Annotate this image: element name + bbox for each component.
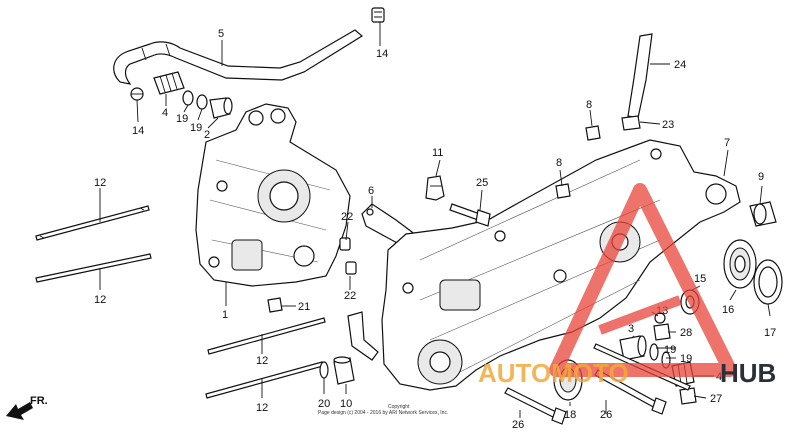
stud-part-12-d bbox=[205, 361, 324, 399]
callout-14-left: 14 bbox=[132, 125, 144, 137]
dowel-part-22-a bbox=[339, 237, 351, 251]
collar-part-3 bbox=[619, 335, 647, 361]
callout-4-left: 4 bbox=[162, 107, 168, 119]
callout-19-c: 19 bbox=[664, 344, 676, 356]
callout-23: 23 bbox=[662, 119, 674, 131]
stud-part-12-c bbox=[207, 317, 326, 355]
bolt-part-8-b bbox=[555, 183, 571, 199]
left-crankcase-part-1 bbox=[195, 103, 351, 287]
hose-part-5 bbox=[113, 29, 364, 85]
callout-25: 25 bbox=[476, 177, 488, 189]
bolt-part-26-a bbox=[504, 387, 567, 425]
bolt-part-26-b bbox=[594, 369, 667, 415]
callout-24: 24 bbox=[674, 59, 686, 71]
bolt-part-25 bbox=[449, 203, 491, 227]
callout-26-b: 26 bbox=[600, 409, 612, 421]
callout-26-a: 26 bbox=[512, 419, 524, 431]
callout-22-a: 22 bbox=[341, 211, 353, 223]
front-arrow-label: FR. bbox=[30, 395, 48, 407]
front-arrow: FR. bbox=[6, 395, 48, 420]
callout-9: 9 bbox=[758, 171, 764, 183]
callout-27: 27 bbox=[710, 393, 722, 405]
collar-part-2 bbox=[209, 97, 233, 119]
callout-8-b: 8 bbox=[556, 157, 562, 169]
callout-12-a: 12 bbox=[94, 177, 106, 189]
callout-17: 17 bbox=[764, 327, 776, 339]
washer-part-20 bbox=[319, 361, 329, 379]
seal-part-17 bbox=[753, 259, 783, 305]
callout-5: 5 bbox=[218, 28, 224, 40]
leader-lines bbox=[99, 22, 771, 418]
watermark-text-a: AUTOMOTO bbox=[478, 358, 629, 388]
callout-3: 3 bbox=[628, 323, 634, 335]
callout-12-c: 12 bbox=[256, 355, 268, 367]
copyright-note: Copyright Page design (c) 2004 - 2016 by… bbox=[318, 404, 448, 416]
callout-19-a: 19 bbox=[176, 113, 188, 125]
callout-12-d: 12 bbox=[256, 402, 268, 414]
washer-part-19a bbox=[182, 90, 194, 106]
clamp-part-14-left bbox=[130, 87, 144, 101]
callout-22-b: 22 bbox=[344, 290, 356, 302]
collar-part-10 bbox=[333, 356, 355, 385]
callout-1: 1 bbox=[222, 309, 228, 321]
front-arrow-icon bbox=[6, 402, 33, 420]
watermark-logo: AUTOMOTO HUB bbox=[478, 183, 776, 388]
bolt-part-28 bbox=[653, 323, 671, 341]
callout-15: 15 bbox=[694, 273, 706, 285]
clamp-part-14-top bbox=[371, 7, 385, 23]
gasket-part-lower bbox=[347, 311, 379, 361]
callout-18: 18 bbox=[564, 409, 576, 421]
washer-part-19b bbox=[196, 94, 208, 110]
dowel-part-21 bbox=[267, 297, 283, 313]
callout-19-d: 19 bbox=[680, 353, 692, 365]
callout-12-b: 12 bbox=[94, 294, 106, 306]
callout-10: 10 bbox=[340, 398, 352, 410]
watermark-text-b: HUB bbox=[720, 358, 776, 388]
bushing-part-9 bbox=[749, 201, 777, 227]
copyright-line-1: Copyright bbox=[388, 404, 410, 410]
hose-part-24 bbox=[627, 33, 653, 119]
clamp-part-23 bbox=[621, 115, 641, 131]
bracket-part-11 bbox=[425, 175, 445, 201]
stud-part-12-b bbox=[35, 253, 152, 283]
callout-6: 6 bbox=[368, 185, 374, 197]
callout-28: 28 bbox=[680, 327, 692, 339]
watermark-triangle-icon bbox=[549, 183, 737, 377]
washer-part-19c bbox=[649, 343, 659, 361]
stud-part-12-a bbox=[35, 205, 150, 241]
callout-labels: 5 14 14 4 19 19 2 12 12 1 21 12 12 20 10… bbox=[94, 28, 776, 431]
callout-2: 2 bbox=[204, 129, 210, 141]
callout-21: 21 bbox=[298, 301, 310, 313]
bearing-part-16 bbox=[723, 239, 757, 289]
spring-part-4 bbox=[153, 71, 185, 95]
dowel-part-22-b bbox=[345, 261, 357, 275]
copyright-line-2: Page design (c) 2004 - 2016 by ARI Netwo… bbox=[318, 410, 448, 416]
callout-14-top: 14 bbox=[376, 48, 388, 60]
callout-11: 11 bbox=[432, 147, 443, 159]
callout-8-a: 8 bbox=[586, 99, 592, 111]
callout-19-b: 19 bbox=[190, 122, 202, 134]
callout-20: 20 bbox=[318, 398, 330, 410]
callout-16: 16 bbox=[722, 304, 734, 316]
bolt-part-8-a bbox=[585, 125, 601, 141]
callout-7: 7 bbox=[724, 137, 730, 149]
